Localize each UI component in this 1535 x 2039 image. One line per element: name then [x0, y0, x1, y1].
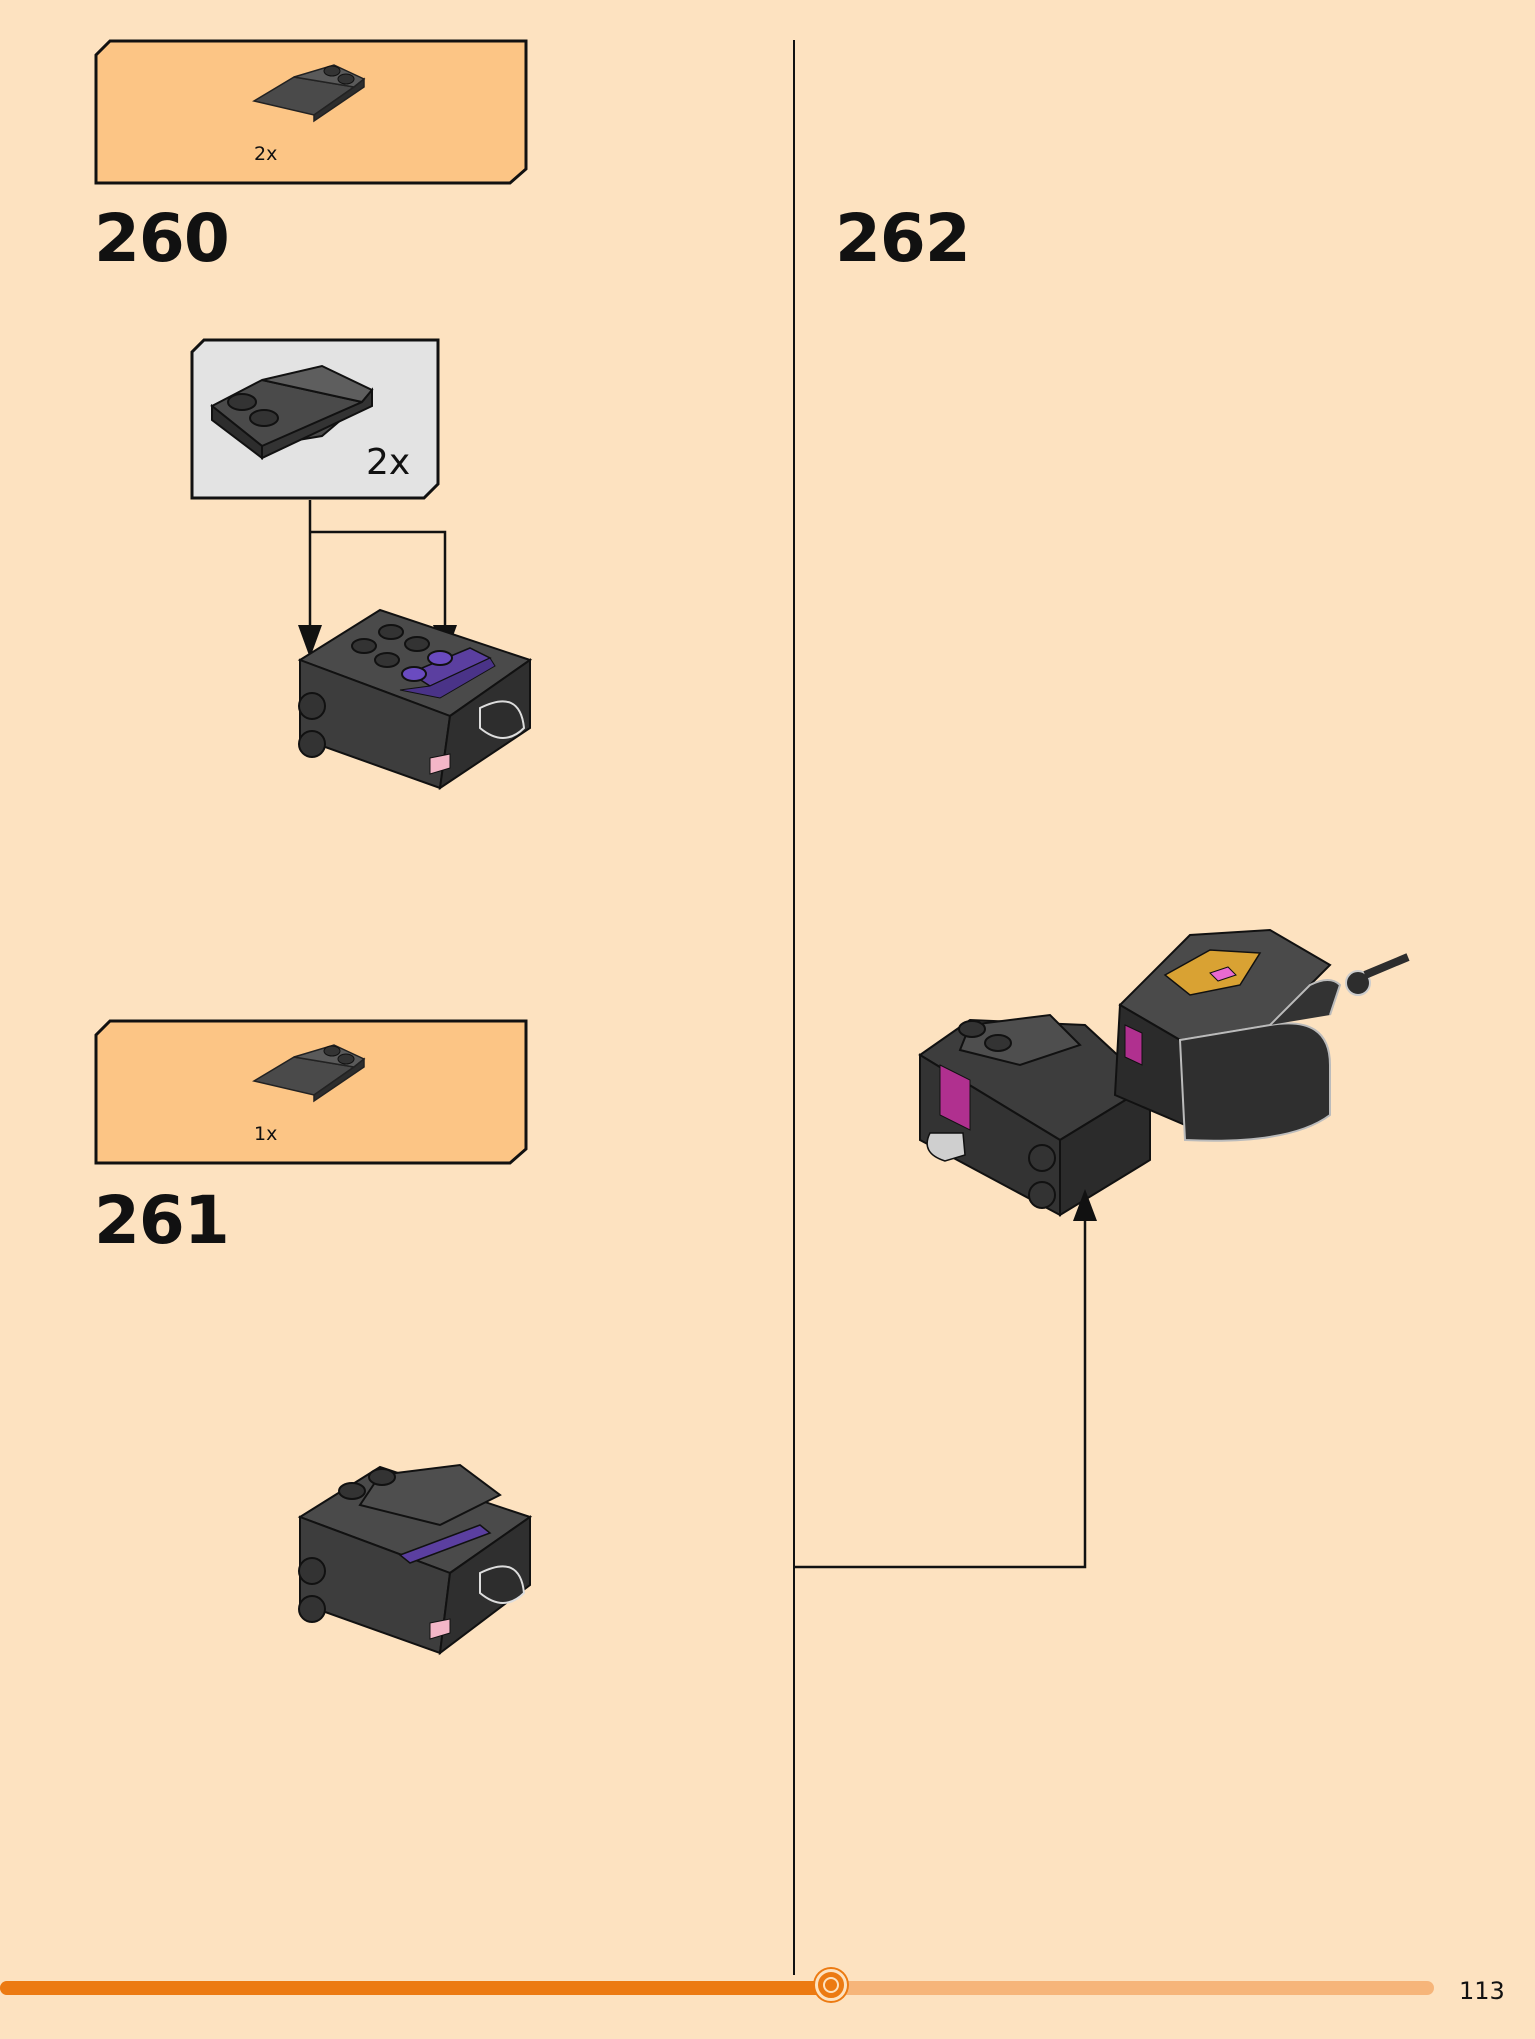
page-number: 113 [1459, 1977, 1505, 2005]
wedge-plate-large-icon [210, 364, 374, 461]
step-262-model [918, 928, 1410, 1217]
subassembly-connector-arrow [793, 1189, 1097, 1569]
wedge-plate-icon [252, 1044, 366, 1103]
parts-quantity: 1x [254, 1123, 278, 1145]
arrow-head [298, 625, 322, 658]
arrow-head [1073, 1189, 1097, 1221]
parts-callout-box: 2x [94, 39, 528, 185]
parts-callout-box: 1x [94, 1019, 528, 1165]
subassembly-callout-box: 2x [190, 338, 440, 500]
column-divider [793, 40, 795, 1975]
parts-quantity: 2x [254, 143, 278, 165]
step-261-model [297, 1463, 533, 1656]
step-number: 260 [94, 200, 230, 277]
wedge-plate-icon [252, 64, 366, 123]
step-number: 262 [835, 200, 971, 277]
step-number: 261 [94, 1182, 230, 1259]
progress-marker [815, 1969, 847, 2001]
progress-fill [0, 1981, 837, 1995]
step-260-model [297, 608, 533, 791]
subassembly-quantity: 2x [366, 442, 411, 483]
